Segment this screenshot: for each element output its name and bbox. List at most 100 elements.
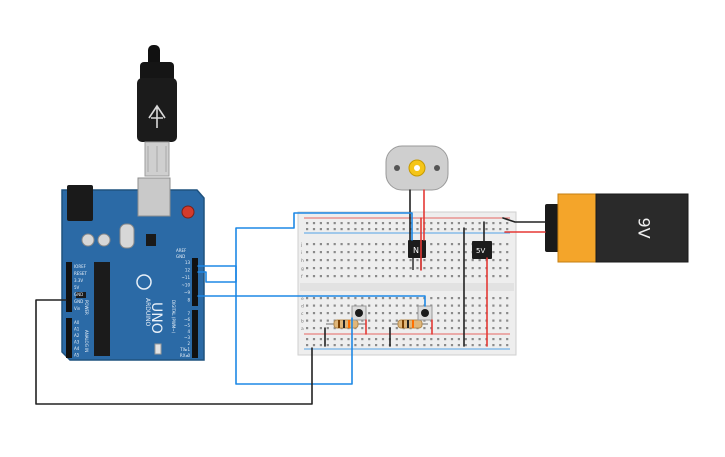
- breadboard-hole[interactable]: [306, 222, 309, 225]
- breadboard-hole[interactable]: [450, 267, 454, 270]
- breadboard-hole[interactable]: [457, 228, 460, 231]
- breadboard-hole[interactable]: [368, 312, 371, 315]
- breadboard-hole[interactable]: [306, 267, 309, 270]
- breadboard-hole[interactable]: [333, 297, 336, 300]
- breadboard-hole[interactable]: [347, 228, 350, 231]
- breadboard-hole[interactable]: [319, 275, 322, 278]
- breadboard-hole[interactable]: [368, 251, 371, 254]
- breadboard-hole[interactable]: [450, 344, 454, 347]
- breadboard-hole[interactable]: [416, 222, 419, 225]
- breadboard-hole[interactable]: [478, 267, 481, 270]
- breadboard-hole[interactable]: [375, 267, 378, 270]
- breadboard-hole[interactable]: [423, 319, 426, 322]
- breadboard-hole[interactable]: [492, 259, 495, 262]
- reset-button[interactable]: [181, 205, 195, 219]
- dc-motor[interactable]: [385, 145, 449, 191]
- breadboard-hole[interactable]: [312, 275, 316, 278]
- breadboard-hole[interactable]: [312, 312, 316, 315]
- breadboard-hole[interactable]: [464, 243, 467, 246]
- breadboard-hole[interactable]: [381, 338, 385, 341]
- breadboard-hole[interactable]: [409, 297, 412, 300]
- breadboard-hole[interactable]: [492, 251, 495, 254]
- breadboard-hole[interactable]: [375, 338, 378, 341]
- breadboard-hole[interactable]: [375, 259, 378, 262]
- breadboard-hole[interactable]: [319, 243, 322, 246]
- breadboard-hole[interactable]: [402, 297, 405, 300]
- breadboard-hole[interactable]: [326, 259, 329, 262]
- breadboard-hole[interactable]: [333, 267, 336, 270]
- breadboard-hole[interactable]: [423, 267, 426, 270]
- breadboard-hole[interactable]: [333, 243, 336, 246]
- breadboard-hole[interactable]: [444, 259, 447, 262]
- breadboard-hole[interactable]: [402, 228, 405, 231]
- usb-cable[interactable]: [137, 45, 177, 177]
- breadboard-hole[interactable]: [444, 297, 447, 300]
- breadboard-hole[interactable]: [361, 267, 364, 270]
- breadboard-hole[interactable]: [464, 267, 467, 270]
- digital-header-top[interactable]: [192, 258, 198, 306]
- breadboard-hole[interactable]: [326, 319, 329, 322]
- breadboard-hole[interactable]: [437, 275, 440, 278]
- breadboard-hole[interactable]: [326, 327, 329, 330]
- breadboard-hole[interactable]: [464, 259, 467, 262]
- breadboard-hole[interactable]: [457, 338, 460, 341]
- breadboard-hole[interactable]: [312, 319, 316, 322]
- breadboard-hole[interactable]: [395, 327, 398, 330]
- breadboard-hole[interactable]: [340, 228, 343, 231]
- breadboard-hole[interactable]: [354, 275, 357, 278]
- breadboard-hole[interactable]: [347, 267, 350, 270]
- breadboard-hole[interactable]: [464, 228, 467, 231]
- breadboard-hole[interactable]: [471, 222, 474, 225]
- wire-pin-to-button-2[interactable]: [197, 295, 426, 307]
- breadboard-hole[interactable]: [437, 228, 440, 231]
- breadboard-hole[interactable]: [312, 251, 316, 254]
- breadboard-hole[interactable]: [388, 259, 391, 262]
- breadboard-hole[interactable]: [388, 319, 391, 322]
- wire-pin12-to-transistor[interactable]: [197, 212, 413, 283]
- breadboard-hole[interactable]: [492, 267, 495, 270]
- breadboard-hole[interactable]: [450, 259, 454, 262]
- breadboard-hole[interactable]: [423, 338, 426, 341]
- breadboard-hole[interactable]: [326, 243, 329, 246]
- breadboard-hole[interactable]: [437, 267, 440, 270]
- breadboard-hole[interactable]: [430, 228, 433, 231]
- breadboard-hole[interactable]: [499, 338, 502, 341]
- breadboard-hole[interactable]: [368, 222, 371, 225]
- breadboard-hole[interactable]: [478, 338, 481, 341]
- breadboard-hole[interactable]: [312, 338, 316, 341]
- breadboard-hole[interactable]: [471, 267, 474, 270]
- breadboard-hole[interactable]: [450, 327, 454, 330]
- breadboard-hole[interactable]: [457, 259, 460, 262]
- breadboard-hole[interactable]: [492, 319, 495, 322]
- breadboard-hole[interactable]: [354, 297, 357, 300]
- breadboard-hole[interactable]: [368, 228, 371, 231]
- breadboard-hole[interactable]: [492, 338, 495, 341]
- breadboard-hole[interactable]: [506, 275, 509, 278]
- breadboard-hole[interactable]: [450, 222, 454, 225]
- breadboard-hole[interactable]: [333, 327, 336, 330]
- breadboard-hole[interactable]: [506, 267, 509, 270]
- breadboard-hole[interactable]: [492, 344, 495, 347]
- breadboard-hole[interactable]: [347, 259, 350, 262]
- breadboard-hole[interactable]: [375, 275, 378, 278]
- breadboard-hole[interactable]: [423, 275, 426, 278]
- breadboard-hole[interactable]: [450, 304, 454, 307]
- breadboard-hole[interactable]: [326, 275, 329, 278]
- breadboard-hole[interactable]: [471, 304, 474, 307]
- breadboard-hole[interactable]: [306, 319, 309, 322]
- breadboard-hole[interactable]: [416, 259, 419, 262]
- breadboard-hole[interactable]: [306, 327, 309, 330]
- breadboard-hole[interactable]: [319, 259, 322, 262]
- breadboard-hole[interactable]: [444, 312, 447, 315]
- breadboard-hole[interactable]: [430, 344, 433, 347]
- breadboard-hole[interactable]: [457, 327, 460, 330]
- breadboard-hole[interactable]: [444, 267, 447, 270]
- breadboard-hole[interactable]: [499, 304, 502, 307]
- breadboard-hole[interactable]: [319, 319, 322, 322]
- breadboard-hole[interactable]: [444, 243, 447, 246]
- breadboard-hole[interactable]: [306, 304, 309, 307]
- breadboard-hole[interactable]: [464, 344, 467, 347]
- breadboard-hole[interactable]: [395, 251, 398, 254]
- breadboard-hole[interactable]: [312, 259, 316, 262]
- breadboard-hole[interactable]: [464, 304, 467, 307]
